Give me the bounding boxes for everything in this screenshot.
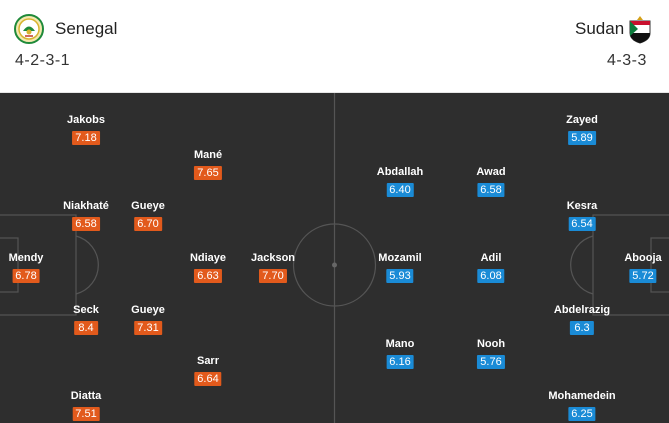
player-rating: 6.25: [568, 407, 596, 421]
away-team-name[interactable]: Sudan: [575, 19, 625, 38]
player-name: Nooh: [476, 338, 506, 350]
player-mano[interactable]: Mano 6.16: [385, 338, 415, 370]
player-rating: 6.58: [72, 217, 100, 231]
player-mozamil[interactable]: Mozamil 5.93: [378, 252, 422, 284]
player-rating: 5.76: [477, 355, 505, 369]
player-name: Gueye: [131, 304, 165, 316]
player-rating: 7.65: [194, 166, 222, 180]
player-name: Sarr: [196, 355, 220, 367]
player-niakhate[interactable]: Niakhaté 6.58: [63, 200, 109, 232]
player-rating: 6.63: [194, 269, 222, 283]
player-name: Zayed: [566, 114, 598, 126]
player-gueye-2[interactable]: Gueye 7.31: [131, 304, 165, 336]
player-name: Jackson: [250, 252, 296, 264]
player-rating: 8.4: [73, 321, 98, 335]
player-rating: 6.54: [568, 217, 596, 231]
player-name: Adil: [480, 252, 502, 264]
player-name: Gueye: [131, 200, 165, 212]
player-name: Ndiaye: [189, 252, 227, 264]
player-mendy[interactable]: Mendy 6.78: [8, 252, 44, 284]
player-name: Niakhaté: [63, 200, 109, 212]
away-formation: 4-3-3: [607, 52, 647, 69]
player-rating: 7.31: [134, 321, 162, 335]
player-ndiaye[interactable]: Ndiaye 6.63: [190, 252, 226, 284]
player-kesra[interactable]: Kesra 6.54: [566, 200, 598, 232]
player-jackson[interactable]: Jackson 7.70: [251, 252, 295, 284]
player-rating: 6.78: [12, 269, 40, 283]
player-seck[interactable]: Seck 8.4: [73, 304, 99, 336]
player-name: Abooja: [624, 252, 662, 264]
player-gueye-1[interactable]: Gueye 6.70: [131, 200, 165, 232]
player-mane[interactable]: Mané 7.65: [194, 149, 222, 181]
player-awad[interactable]: Awad 6.58: [476, 166, 506, 198]
player-name: Mané: [193, 149, 223, 161]
match-header: Senegal 4-2-3-1 Sudan 4-3-3: [0, 0, 669, 93]
player-name: Kesra: [566, 200, 598, 212]
player-adil[interactable]: Adil 6.08: [477, 252, 505, 284]
player-name: Mano: [385, 338, 415, 350]
player-rating: 7.18: [72, 131, 100, 145]
player-name: Seck: [73, 304, 99, 316]
senegal-logo-icon: [14, 14, 44, 44]
player-abdallah[interactable]: Abdallah 6.40: [377, 166, 423, 198]
player-abdelrazig[interactable]: Abdelrazig 6.3: [554, 304, 610, 336]
player-rating: 6.70: [134, 217, 162, 231]
player-rating: 7.51: [72, 407, 100, 421]
player-name: Diatta: [70, 390, 102, 402]
player-name: Jakobs: [67, 114, 105, 126]
player-name: Mohamedein: [548, 390, 616, 402]
home-team-name[interactable]: Senegal: [55, 19, 118, 38]
pitch-lines: [0, 93, 669, 423]
player-rating: 6.3: [569, 321, 594, 335]
player-mohamedein[interactable]: Mohamedein 6.25: [548, 390, 616, 422]
player-rating: 6.16: [386, 355, 414, 369]
player-rating: 5.89: [568, 131, 596, 145]
player-name: Mozamil: [378, 252, 422, 264]
player-sarr[interactable]: Sarr 6.64: [194, 355, 222, 387]
player-name: Abdelrazig: [553, 304, 611, 316]
player-nooh[interactable]: Nooh 5.76: [477, 338, 505, 370]
player-zayed[interactable]: Zayed 5.89: [566, 114, 598, 146]
player-rating: 6.40: [386, 183, 414, 197]
player-name: Abdallah: [376, 166, 424, 178]
player-name: Awad: [476, 166, 506, 178]
pitch: Mendy 6.78 Jakobs 7.18 Niakhaté 6.58 Sec…: [0, 93, 669, 423]
player-rating: 5.93: [386, 269, 414, 283]
player-jakobs[interactable]: Jakobs 7.18: [67, 114, 105, 146]
player-rating: 5.72: [629, 269, 657, 283]
player-rating: 6.08: [477, 269, 505, 283]
sudan-logo-icon: [625, 14, 655, 44]
player-diatta[interactable]: Diatta 7.51: [70, 390, 102, 422]
player-rating: 6.58: [477, 183, 505, 197]
player-name: Mendy: [8, 252, 44, 264]
player-rating: 7.70: [259, 269, 287, 283]
player-abooja[interactable]: Abooja 5.72: [624, 252, 662, 284]
home-formation: 4-2-3-1: [15, 52, 71, 69]
player-rating: 6.64: [194, 372, 222, 386]
